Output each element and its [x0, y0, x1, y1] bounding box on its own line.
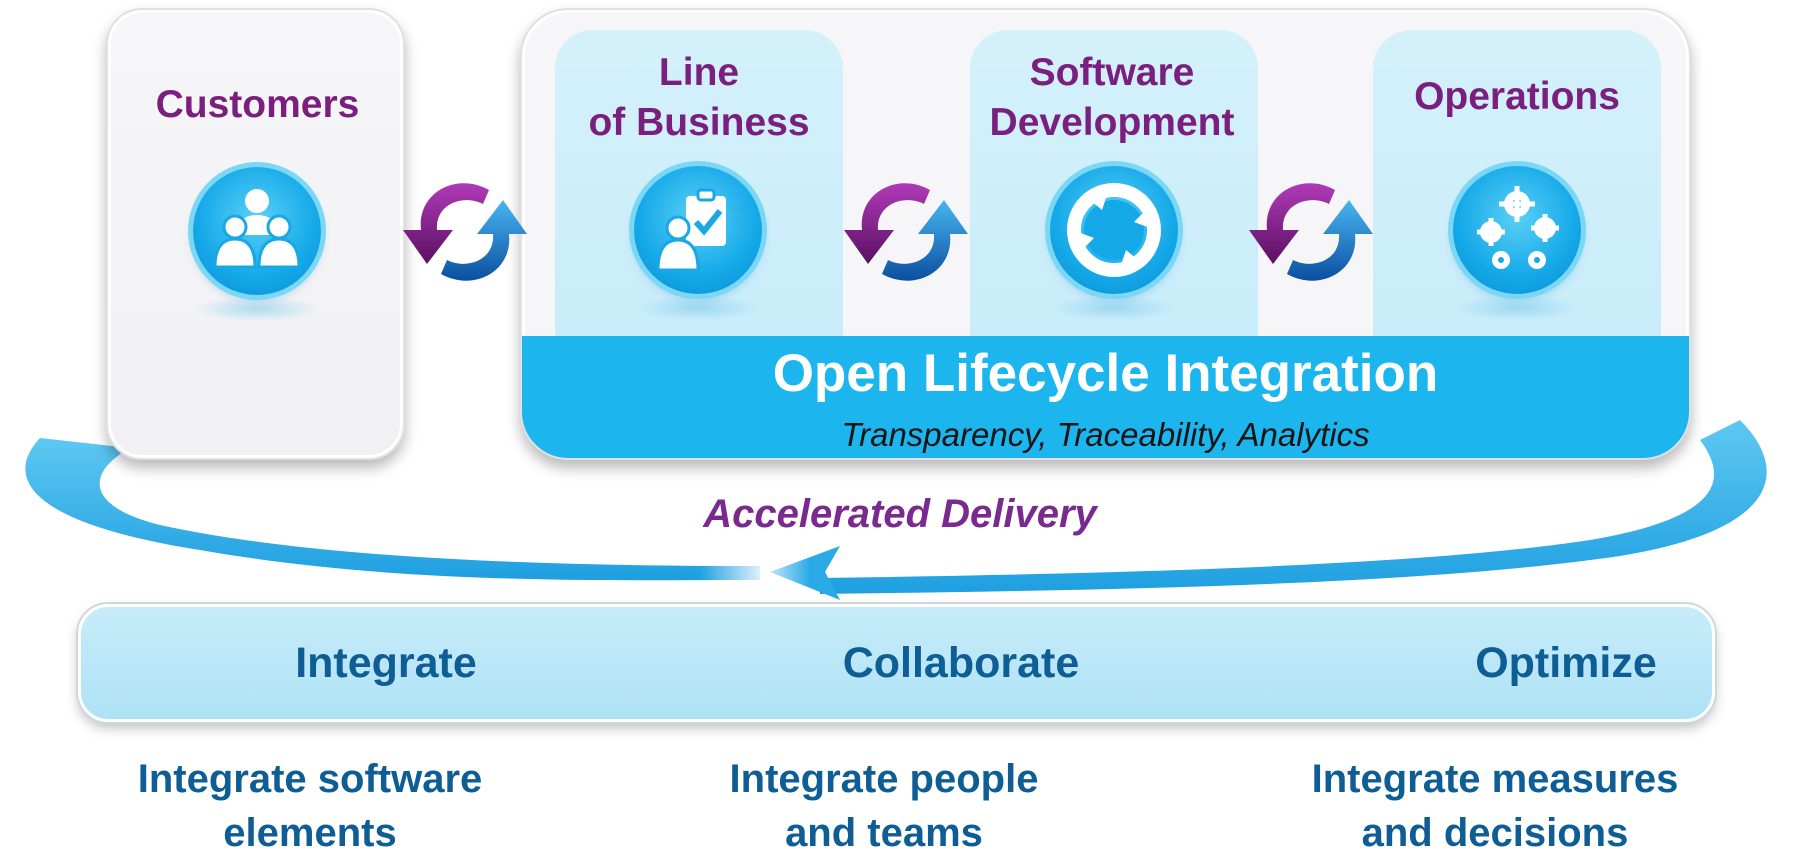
description-line: and decisions	[1361, 811, 1629, 855]
description-optimize: Integrate measures and decisions	[1285, 752, 1705, 860]
description-line: and teams	[785, 811, 983, 855]
operations-title: Operations	[1414, 75, 1620, 118]
icon-reflection	[1453, 295, 1581, 321]
line-of-business-title: Line of Business	[555, 48, 843, 148]
line-of-business-title-line1: Line	[658, 51, 740, 94]
description-collaborate: Integrate people and teams	[674, 752, 1094, 860]
open-lifecycle-integration-band: Open Lifecycle Integration Transparency,…	[522, 336, 1689, 458]
description-line: Integrate software	[137, 757, 483, 801]
clipboard-checklist-icon	[634, 166, 762, 294]
customers-card: Customers	[106, 8, 405, 460]
description-line: elements	[223, 811, 397, 855]
line-of-business-title-line2: of Business	[588, 101, 810, 144]
phase-optimize: Optimize	[1475, 639, 1657, 687]
phase-bar: Integrate Collaborate Optimize	[78, 604, 1715, 722]
sync-arrows-icon	[844, 183, 968, 281]
phase-collaborate: Collaborate	[842, 639, 1080, 687]
description-integrate: Integrate software elements	[100, 752, 520, 860]
icon-reflection	[193, 296, 321, 322]
description-line: Integrate people	[729, 757, 1039, 801]
software-development-title-line1: Software	[1029, 51, 1195, 94]
customers-title: Customers	[155, 83, 360, 126]
gears-icon	[1453, 166, 1581, 294]
lifecycle-panel: Line of Business Software Development Op…	[520, 8, 1691, 460]
description-line: Integrate measures	[1311, 757, 1679, 801]
cycle-arrows-icon	[1050, 166, 1178, 294]
customers-people-icon	[193, 167, 321, 295]
sync-arrows-icon	[1249, 183, 1373, 281]
software-development-title: Software Development	[952, 48, 1272, 148]
integration-subtitle: Transparency, Traceability, Analytics	[841, 416, 1370, 453]
sync-arrows-icon	[403, 183, 527, 281]
phase-integrate: Integrate	[295, 639, 477, 687]
icon-reflection	[634, 295, 762, 321]
software-development-title-line2: Development	[989, 101, 1235, 144]
accelerated-delivery-label: Accelerated Delivery	[703, 492, 1097, 536]
icon-reflection	[1050, 295, 1178, 321]
integration-title: Open Lifecycle Integration	[772, 344, 1439, 403]
